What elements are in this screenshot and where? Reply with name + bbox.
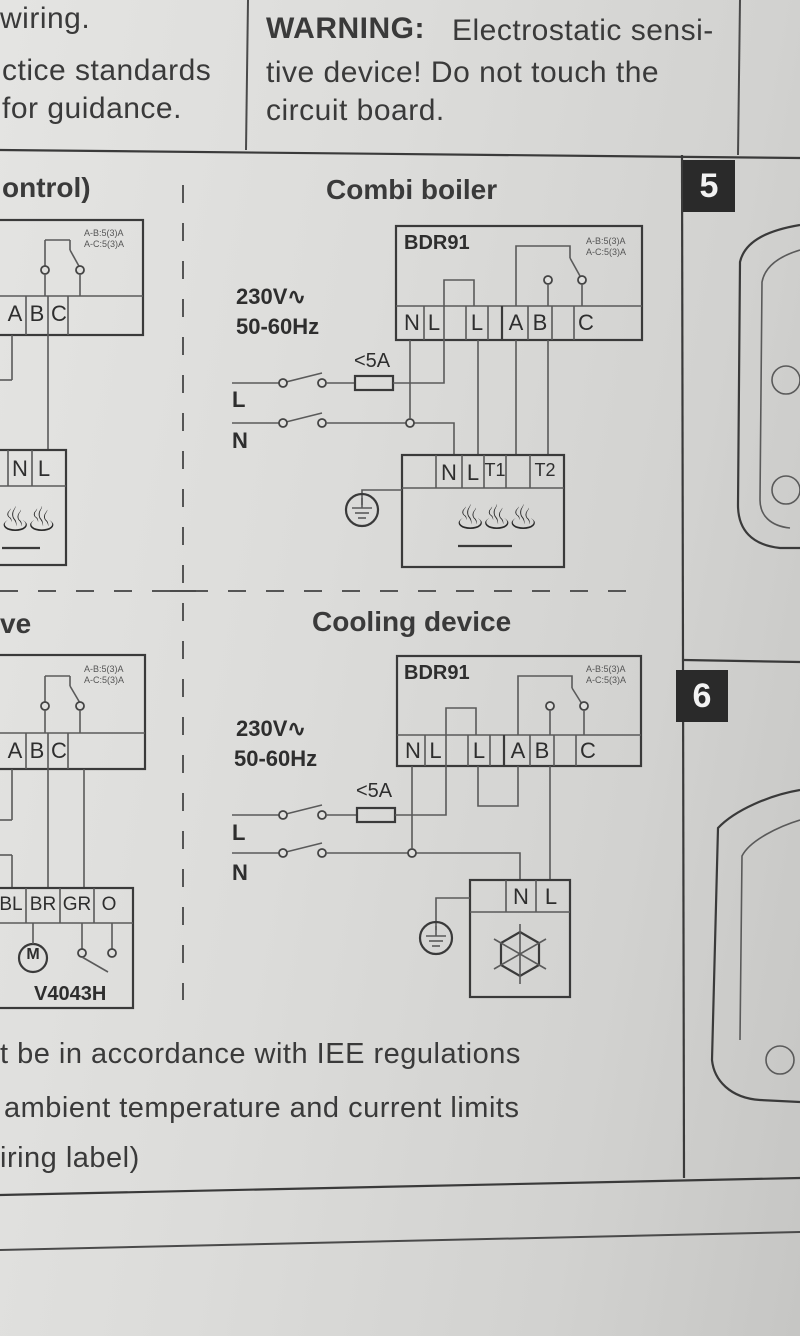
footer-line-2: ambient temperature and current limits [4,1092,520,1124]
combi-relay-name: BDR91 [404,232,470,254]
cooling-rating-2: A-C:5(3)A [586,675,627,685]
cooling-device-terminal-l: L [544,884,558,909]
flame-icon: ♨♨ [0,501,57,539]
combi-relay-terminal-c: C [578,310,594,335]
combi-boiler-terminal-t2: T2 [534,460,556,480]
combi-flame-icon: ♨♨♨ [455,499,538,537]
left-bottom-terminal-b: B [29,738,45,763]
warning-line-2: tive device! Do not touch the [266,56,660,89]
valve-terminal-o: O [101,894,117,915]
combi-relay-terminal-l1: L [427,310,441,335]
cooling-relay-terminal-a: A [510,738,526,763]
left-boiler-terminal-l: L [37,456,51,481]
cooling-frequency: 50-60Hz [234,746,318,771]
combi-relay-terminal-a: A [508,310,524,335]
valve-terminal-br: BR [29,894,57,915]
combi-boiler-terminal-t1: T1 [484,460,506,480]
cooling-relay-terminal-c: C [580,738,596,763]
left-bottom-terminal-c: C [51,738,67,763]
valve-terminal-gr: GR [62,894,92,915]
left-top-rating-1: A-B:5(3)A [84,228,124,238]
left-bottom-rating-1: A-B:5(3)A [84,664,124,674]
combi-relay-terminal-l2: L [470,310,484,335]
cooling-relay-terminal-l2: L [472,738,486,763]
cooling-relay-terminal-n: N [405,738,421,763]
combi-title: Combi boiler [326,174,498,205]
combi-neutral-label: N [232,428,248,453]
left-top-rating-2: A-C:5(3)A [84,239,125,249]
intro-line-3: for guidance. [2,92,182,125]
motor-icon: M [26,946,40,963]
cooling-title: Cooling device [312,606,512,637]
footer-line-3: iring label) [0,1142,140,1174]
combi-frequency: 50-60Hz [236,314,320,339]
cooling-relay-name: BDR91 [404,662,470,684]
left-top-terminal-b: B [29,301,45,326]
valve-terminal-bl: BL [0,894,23,915]
cooling-neutral-label: N [232,860,248,885]
cooling-line-label: L [232,820,246,845]
cooling-relay-terminal-l1: L [429,738,442,763]
intro-line-1: wiring. [0,2,91,35]
warning-heading: WARNING: [266,12,425,45]
left-top-title: ontrol) [2,172,91,203]
step-5-badge: 5 [683,160,735,212]
combi-rating-1: A-B:5(3)A [586,236,626,246]
step-6-badge: 6 [676,670,728,722]
combi-line-label: L [232,387,246,412]
cooling-rating-1: A-B:5(3)A [586,664,626,674]
left-top-terminal-a: A [7,301,23,326]
combi-boiler-terminal-l: L [466,460,480,485]
cooling-relay-terminal-b: B [534,738,550,763]
combi-relay-terminal-n: N [404,310,420,335]
left-bottom-terminal-a: A [7,738,23,763]
combi-fuse-rating: <5A [354,350,391,372]
footer-line-1: t be in accordance with IEE regulations [0,1038,521,1070]
warning-line-3: circuit board. [266,94,445,127]
intro-line-2: ctice standards [2,54,212,87]
combi-relay-terminal-b: B [532,310,548,335]
left-bottom-rating-2: A-C:5(3)A [84,675,125,685]
combi-voltage: 230V∿ [236,284,306,309]
left-bottom-title: ve [0,608,32,639]
cooling-voltage: 230V∿ [236,716,306,741]
cooling-device-terminal-n: N [513,884,529,909]
left-boiler-terminal-n: N [12,456,28,481]
left-top-terminal-c: C [51,301,67,326]
warning-line-1: Electrostatic sensi- [452,14,714,47]
cooling-fuse-rating: <5A [356,780,393,802]
combi-rating-2: A-C:5(3)A [586,247,627,257]
valve-model: V4043H [34,983,107,1005]
combi-boiler-terminal-n: N [441,460,457,485]
